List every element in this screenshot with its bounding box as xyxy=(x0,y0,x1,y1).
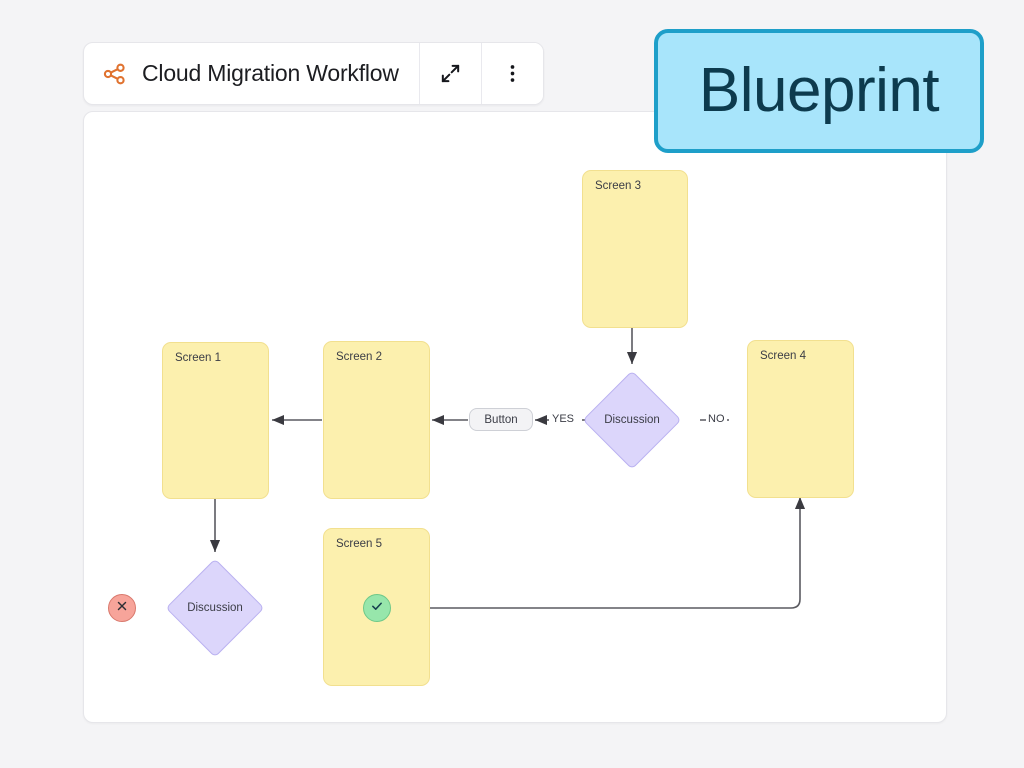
kebab-menu-icon xyxy=(501,62,524,85)
node-reject-status[interactable] xyxy=(108,594,136,622)
decision-diamond-shape xyxy=(582,370,682,470)
flowchart-diagram: Screen 3 Screen 1 Screen 2 Screen 4 Scre… xyxy=(84,112,946,722)
node-screen-2[interactable]: Screen 2 xyxy=(323,341,430,499)
node-discussion-1[interactable]: Discussion xyxy=(582,370,682,470)
node-label: Screen 3 xyxy=(595,180,642,192)
node-label: Screen 1 xyxy=(175,352,222,364)
expand-button[interactable] xyxy=(419,43,482,104)
node-discussion-2[interactable]: Discussion xyxy=(165,558,265,658)
check-circle-icon xyxy=(369,598,385,619)
node-label: Screen 4 xyxy=(760,350,807,362)
expand-diagonal-arrows-icon xyxy=(439,62,462,85)
blueprint-badge: Blueprint xyxy=(654,29,984,153)
page-title: Cloud Migration Workflow xyxy=(142,60,399,86)
header-title-zone: Cloud Migration Workflow xyxy=(84,43,420,104)
node-button[interactable]: Button xyxy=(469,408,533,431)
more-options-button[interactable] xyxy=(481,43,543,104)
node-screen-1[interactable]: Screen 1 xyxy=(162,342,269,499)
node-label: Screen 5 xyxy=(336,538,383,550)
node-screen-3[interactable]: Screen 3 xyxy=(582,170,688,328)
node-screen-4[interactable]: Screen 4 xyxy=(747,340,854,498)
node-label: Screen 2 xyxy=(336,351,383,363)
node-accept-status[interactable] xyxy=(363,594,391,622)
blueprint-badge-label: Blueprint xyxy=(698,56,940,125)
workflow-header-card: Cloud Migration Workflow xyxy=(83,42,544,105)
decision-diamond-shape xyxy=(165,558,265,658)
edge-label-no: NO xyxy=(706,413,727,425)
edge-label-yes: YES xyxy=(550,413,577,425)
workflow-nodes-icon xyxy=(102,61,128,87)
workflow-canvas[interactable]: Screen 3 Screen 1 Screen 2 Screen 4 Scre… xyxy=(83,111,947,723)
close-circle-icon xyxy=(114,598,130,619)
